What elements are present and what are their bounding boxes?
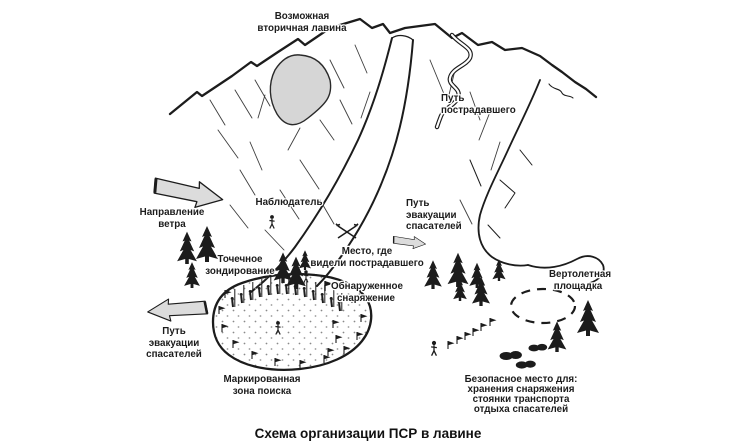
fir-tree-icon xyxy=(547,321,567,352)
fir-tree-icon xyxy=(177,231,197,264)
label-safe-place: хранения снаряжения xyxy=(468,384,575,395)
label-helipad: площадка xyxy=(554,281,603,292)
fir-tree-icon xyxy=(424,260,442,289)
fir-tree-icon xyxy=(298,250,312,270)
label-evac-left: спасателей xyxy=(146,349,202,360)
fir-tree-icon xyxy=(184,262,200,288)
helipad-outline xyxy=(509,287,577,325)
label-wind-direction: Направление xyxy=(140,207,205,218)
label-evac-right: спасателей xyxy=(406,221,462,232)
gear-pile-icon xyxy=(515,360,536,369)
label-marked-search-zone: Маркированная xyxy=(224,374,301,385)
gear-pile-icon xyxy=(528,343,548,352)
label-safe-place: Безопасное место для: xyxy=(465,374,578,385)
marker-flag-icon xyxy=(480,322,489,332)
mountain-right-flank xyxy=(469,79,605,284)
label-observer: Наблюдатель xyxy=(256,197,323,208)
label-marked-search-zone: зона поиска xyxy=(233,386,292,397)
label-safe-place: стоянки транспорта xyxy=(473,394,570,405)
label-wind-direction: ветра xyxy=(158,219,186,230)
label-evac-left: эвакуации xyxy=(149,338,200,349)
label-victim-path: пострадавшего xyxy=(441,105,516,116)
marker-flag-icon xyxy=(472,327,481,337)
label-victim-last-seen: Место, где xyxy=(342,246,393,257)
label-found-equipment: Обнаруженное xyxy=(331,281,404,292)
observer-figure xyxy=(268,214,276,230)
tree-cluster-right xyxy=(424,252,506,306)
diagram-title: Схема организации ПСР в лавине xyxy=(255,426,482,441)
gear-pile-icon xyxy=(499,351,522,360)
label-secondary-avalanche: Возможная xyxy=(275,11,330,22)
victim-track-inner xyxy=(435,33,472,129)
label-helipad: Вертолетная xyxy=(549,269,611,280)
label-victim-last-seen: видели пострадавшего xyxy=(310,258,423,269)
fir-tree-icon xyxy=(196,226,218,262)
label-secondary-avalanche: вторичная лавина xyxy=(257,23,347,34)
tree-cluster-left xyxy=(177,226,218,288)
secondary-avalanche-area xyxy=(269,54,332,126)
label-found-equipment: снаряжение xyxy=(337,293,396,304)
rescuer-walking-line xyxy=(430,317,498,357)
marker-flag-icon xyxy=(447,340,456,350)
evacuation-arrow-left xyxy=(145,293,210,325)
label-victim-path: Путь xyxy=(441,93,464,104)
label-evac-right: эвакуации xyxy=(406,210,457,221)
mountain-skyline xyxy=(168,17,598,116)
marker-flag-icon xyxy=(464,331,473,341)
rescuer-icon xyxy=(430,340,438,357)
label-evac-right: Путь xyxy=(406,198,429,209)
label-evac-left: Путь xyxy=(162,326,185,337)
fir-tree-icon xyxy=(577,300,599,336)
marker-flag-icon xyxy=(489,317,498,327)
trees-near-helipad xyxy=(547,300,599,352)
marker-flag-icon xyxy=(456,335,465,345)
label-spot-probing: зондирование xyxy=(205,266,275,277)
label-spot-probing: Точечное xyxy=(217,254,263,265)
equipment-piles xyxy=(499,343,548,369)
evacuation-arrow-right xyxy=(391,233,428,251)
label-safe-place: отдыха спасателей xyxy=(474,404,568,415)
fir-tree-icon xyxy=(447,252,469,287)
